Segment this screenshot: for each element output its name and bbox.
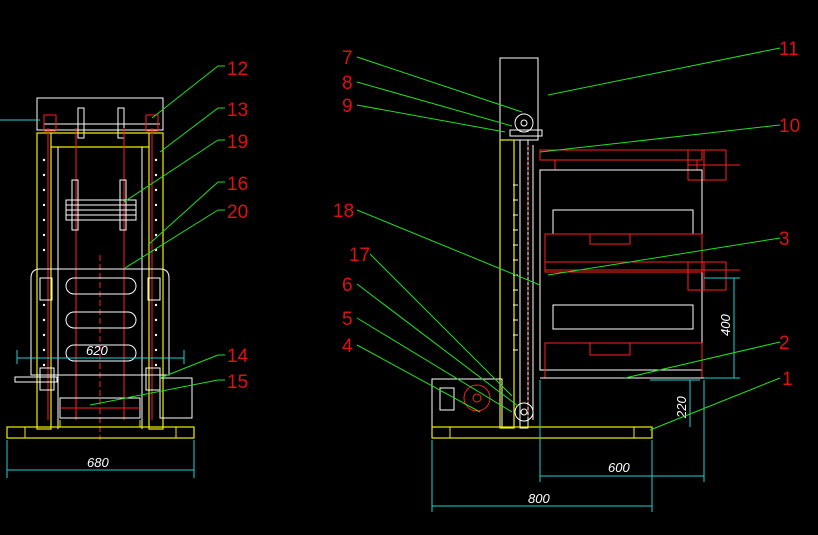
label-2: 2: [779, 333, 790, 354]
label-8: 8: [342, 73, 353, 94]
dim-680: 680: [87, 455, 109, 470]
label-17: 17: [349, 245, 370, 266]
front-leaders: [89, 65, 225, 406]
label-16: 16: [227, 174, 248, 195]
label-4: 4: [342, 336, 353, 357]
dim-800: 800: [528, 491, 550, 506]
label-6: 6: [342, 275, 353, 296]
label-18: 18: [333, 201, 354, 222]
label-14: 14: [227, 346, 249, 367]
label-5: 5: [342, 309, 353, 330]
label-15: 15: [227, 372, 248, 393]
label-7: 7: [342, 48, 353, 69]
side-leaders: [356, 47, 781, 431]
label-20: 20: [227, 202, 248, 223]
label-13: 13: [227, 100, 248, 121]
label-9: 9: [342, 96, 353, 117]
front-view: [0, 97, 195, 440]
label-11: 11: [779, 39, 799, 60]
label-12: 12: [227, 59, 248, 80]
label-1: 1: [782, 369, 793, 390]
front-dimensions: [6, 350, 195, 478]
dim-600: 600: [608, 460, 630, 475]
dim-400: 400: [718, 314, 733, 336]
label-10: 10: [779, 116, 800, 137]
side-dimensions: [431, 277, 740, 512]
label-3: 3: [779, 229, 790, 250]
dim-620: 620: [86, 343, 108, 358]
label-19: 19: [227, 132, 248, 153]
dim-220: 220: [674, 396, 689, 419]
side-view: [431, 57, 740, 439]
